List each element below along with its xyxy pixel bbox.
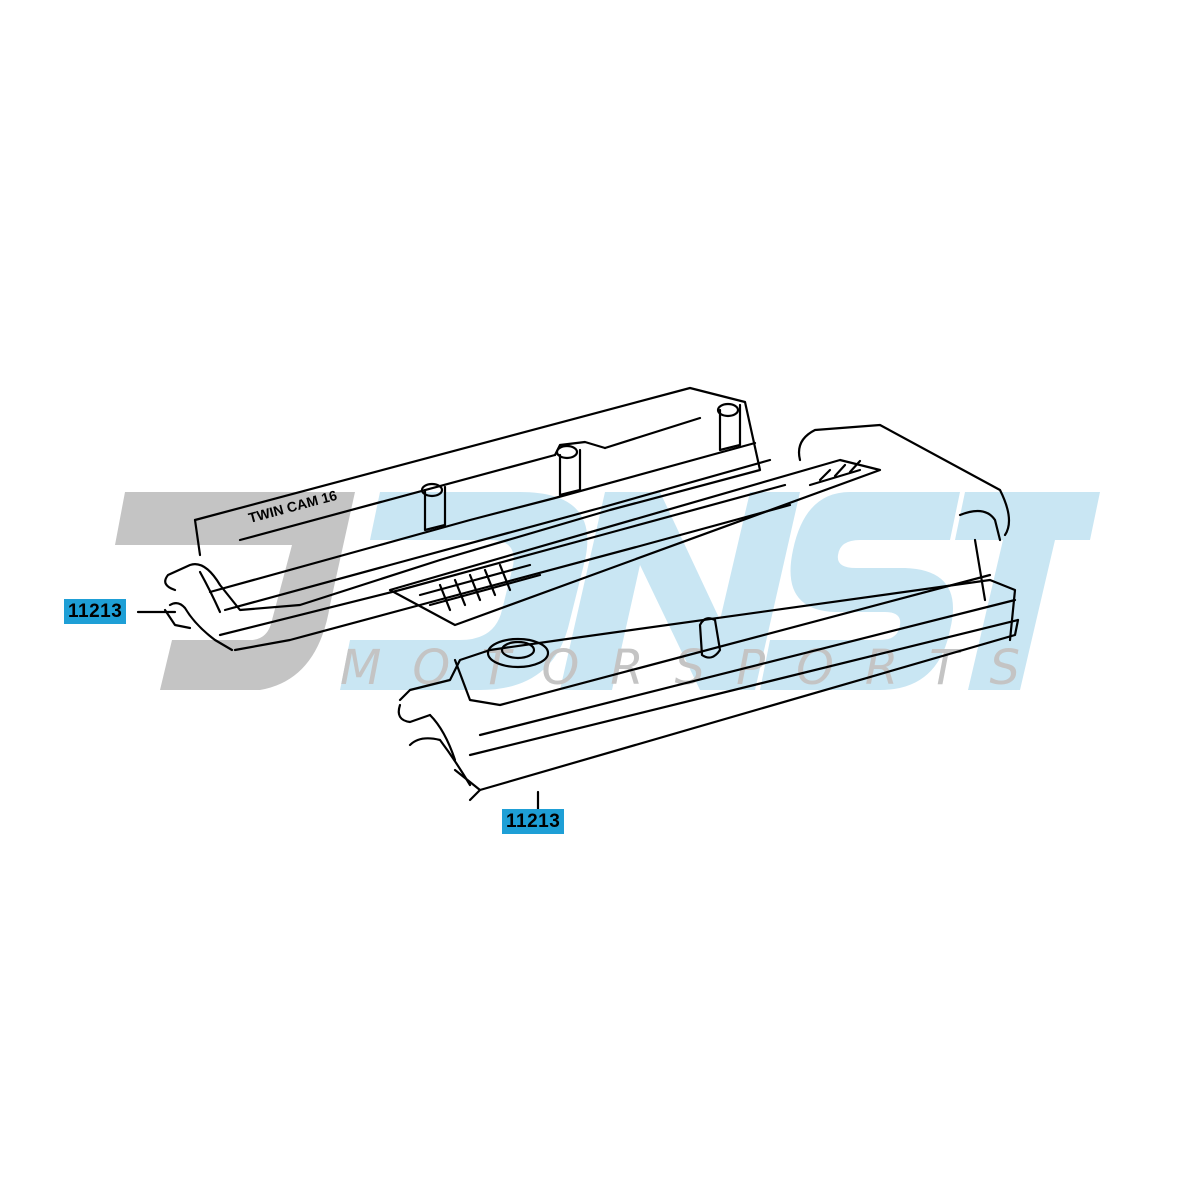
part-callout-right[interactable]: 11213 xyxy=(502,809,565,834)
right-cam-cover xyxy=(388,423,1020,802)
watermark-subtitle: MOTORSPORTS xyxy=(340,640,1051,696)
left-cam-cover: TWIN CAM 16 xyxy=(163,386,792,652)
svg-text:TWIN CAM 16: TWIN CAM 16 xyxy=(247,487,339,526)
part-callout-left[interactable]: 11213 xyxy=(64,599,127,624)
